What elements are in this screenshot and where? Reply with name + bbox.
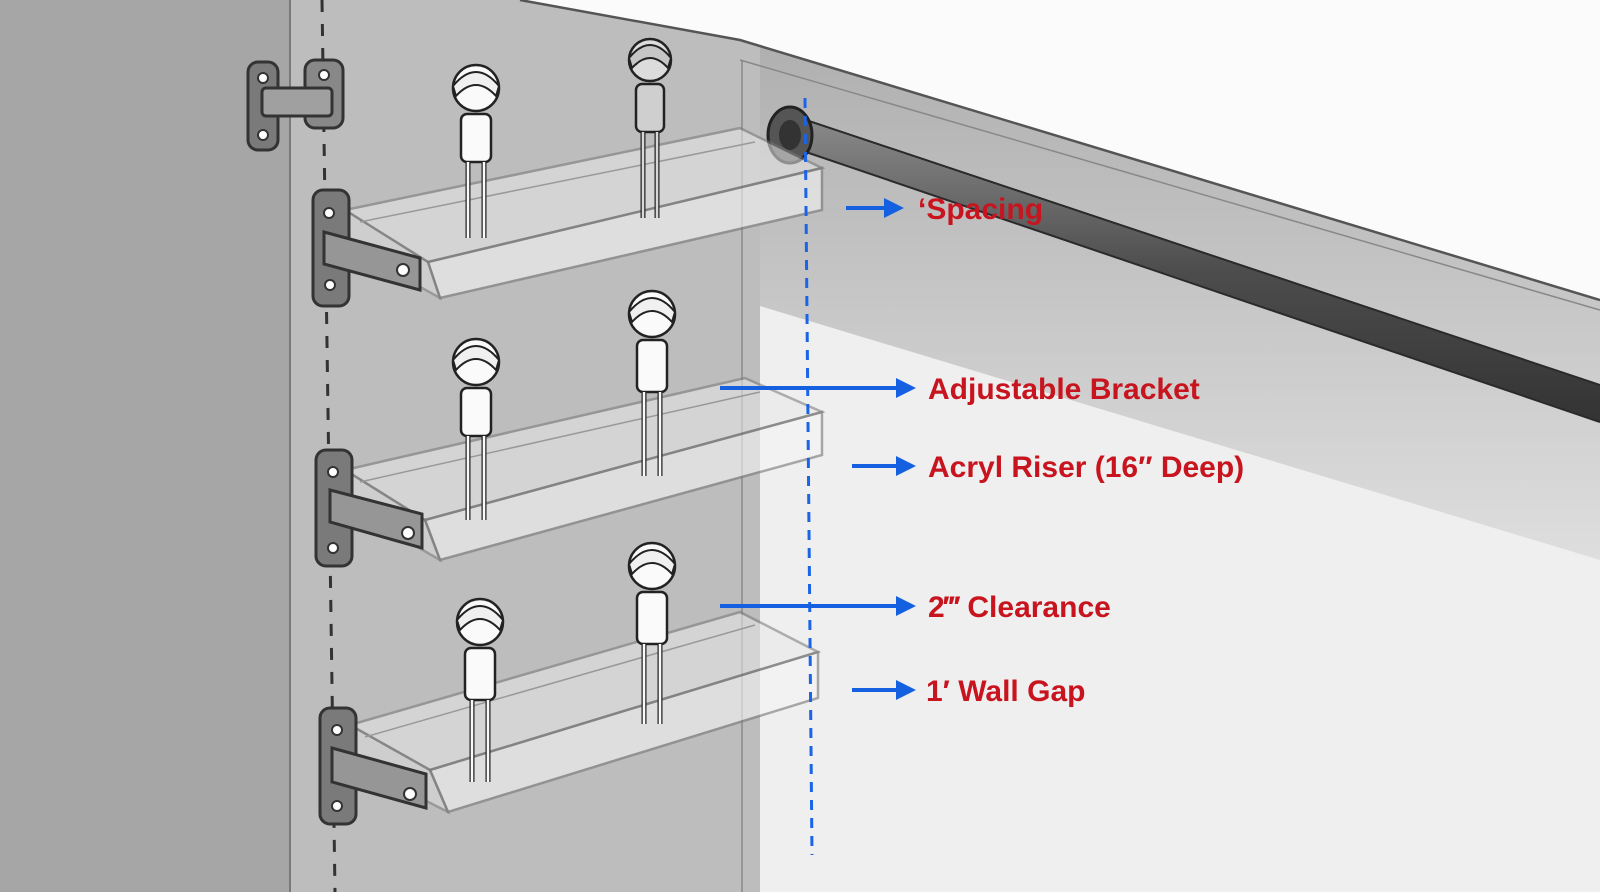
adjustable-bracket-label: Adjustable Bracket xyxy=(928,373,1200,406)
door-panel xyxy=(0,0,290,892)
spacing-label: ‘Spacing xyxy=(918,193,1043,226)
top-acrylic-shelf xyxy=(341,126,826,301)
figure-top-right xyxy=(627,37,673,218)
ceiling-shelf xyxy=(520,0,1600,300)
callout-labels: ‘Spacing Adjustable Bracket Acryl Riser … xyxy=(918,193,1244,708)
acryl-riser-label: Acryl Riser (16″ Deep) xyxy=(928,451,1244,484)
door-hinge-guide xyxy=(320,0,337,892)
callout-arrows xyxy=(720,198,916,700)
figure-bottom-left xyxy=(455,597,505,782)
clearance-label: 2‴ Clearance xyxy=(928,591,1111,624)
middle-acrylic-shelf xyxy=(341,376,826,563)
wall-gap-label: 1′ Wall Gap xyxy=(926,675,1085,708)
figure-middle-left xyxy=(451,337,501,520)
figure-bottom-right xyxy=(627,541,677,724)
figure-middle-right xyxy=(627,289,677,476)
figure-top-left xyxy=(451,63,501,238)
hanging-rod xyxy=(766,105,1600,423)
door-hinge xyxy=(246,58,345,152)
bottom-shelf-bracket xyxy=(318,706,428,826)
top-shelf-bracket xyxy=(311,188,422,308)
wall-plane-guide xyxy=(803,97,814,856)
middle-shelf-bracket xyxy=(314,448,424,568)
